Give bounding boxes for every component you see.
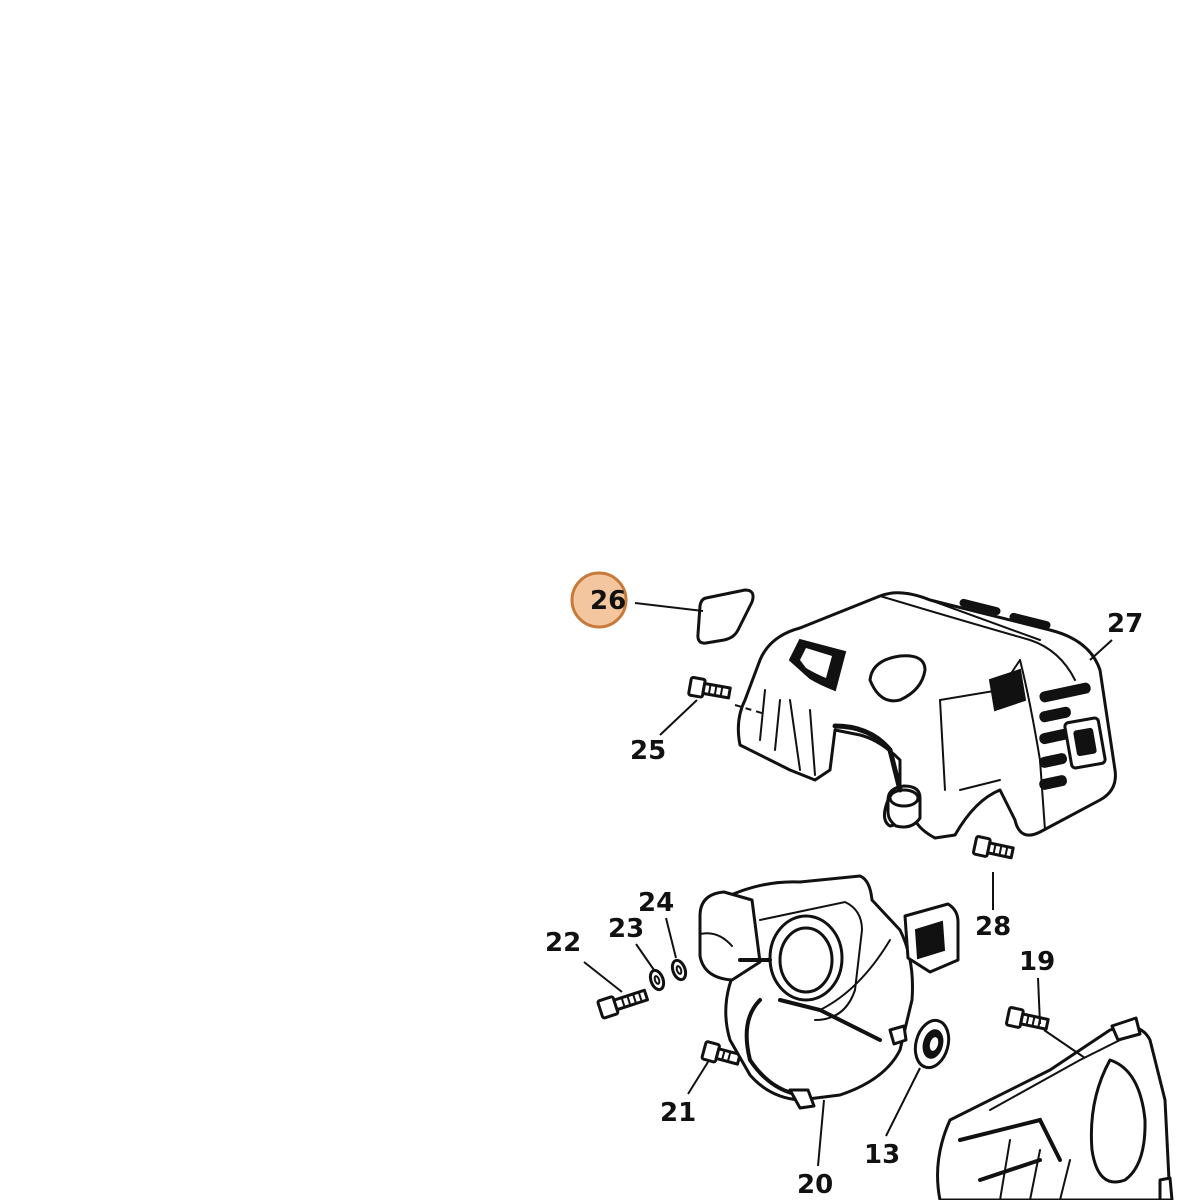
callout-27[interactable]: 27 [1107, 609, 1143, 639]
crankcase-partial [936, 1016, 1174, 1200]
leader-lines [583, 602, 1113, 1167]
callout-26-highlight[interactable] [570, 571, 628, 629]
callout-26[interactable]: 26 [590, 586, 626, 616]
part-13-seal [913, 1018, 951, 1070]
callout-labels: 26 27 25 28 24 23 22 19 21 13 20 [545, 571, 1143, 1200]
callout-21[interactable]: 21 [660, 1098, 696, 1128]
part-24-washer [670, 958, 688, 982]
callout-13[interactable]: 13 [864, 1140, 900, 1170]
callout-24[interactable]: 24 [638, 888, 674, 918]
callout-22[interactable]: 22 [545, 928, 581, 958]
part-21-bolt [700, 1040, 742, 1066]
part-22-bolt [596, 988, 649, 1020]
callout-28[interactable]: 28 [975, 912, 1011, 942]
part-28-bolt [972, 835, 1015, 860]
callout-23[interactable]: 23 [608, 914, 644, 944]
part-27-engine-cover [736, 591, 1117, 840]
part-26-plate [696, 588, 755, 645]
callout-25[interactable]: 25 [630, 736, 666, 766]
part-25-bolt [687, 675, 732, 700]
callout-20[interactable]: 20 [797, 1170, 833, 1200]
part-20-fan-housing [698, 874, 960, 1110]
cover-vent-slots [1039, 682, 1107, 790]
cover-top-slots [959, 598, 1051, 630]
callout-19[interactable]: 19 [1019, 947, 1055, 977]
part-19-bolt [1005, 1006, 1050, 1031]
part-23-washer [648, 968, 666, 992]
